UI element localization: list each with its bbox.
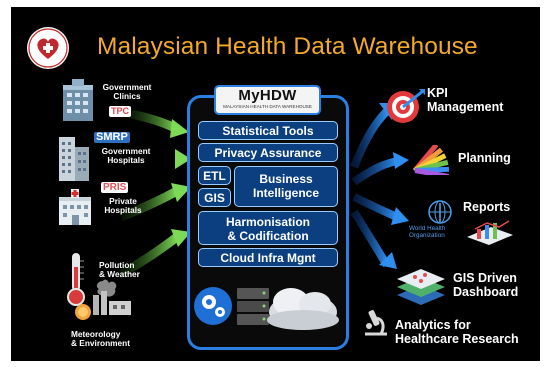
microscope-icon (365, 310, 387, 336)
pollution-weather-label: Pollution& Weather (99, 260, 140, 280)
gis-box: GIS (198, 188, 231, 207)
private-hospital-icon (59, 189, 91, 225)
output-arrow-reports (352, 193, 409, 225)
statistical-tools-box: Statistical Tools (198, 121, 338, 140)
etl-box: ETL (198, 166, 231, 185)
kpi-target-icon (387, 89, 425, 123)
factory-pollution-icon (93, 279, 131, 315)
thermometer-icon (67, 253, 85, 306)
input-arrow-pollution (116, 229, 191, 279)
flow-arrows (116, 103, 409, 279)
meteorology-label: Meteorology& Environment (71, 329, 131, 349)
output-arrow-planning (351, 152, 409, 186)
report-chart-icon (467, 220, 513, 245)
slide-canvas: Malaysian Health Data Warehouse (11, 7, 540, 361)
input-arrow-clinics (125, 108, 189, 138)
smrp-badge: SMRP (94, 131, 130, 143)
privacy-assurance-box: Privacy Assurance (198, 143, 338, 162)
planning-fan-icon (412, 145, 450, 175)
myhdw-logo: MyHDW MALAYSIAN HEALTH DATA WAREHOUSE (214, 85, 321, 115)
who-emblem-icon (428, 200, 452, 224)
sun-weather-icon (75, 304, 91, 320)
clinic-building-icon (63, 79, 93, 121)
input-arrow-private (119, 183, 191, 222)
gis-map-layers-icon (397, 269, 445, 305)
pris-badge: PRIS (101, 182, 129, 193)
organization-emblem-icon (27, 27, 69, 69)
reports-label: Reports (463, 200, 511, 214)
cloud-infrastructure-icon (194, 287, 339, 330)
input-arrow-hospitals (126, 149, 191, 169)
hospital-tower-icon (59, 137, 89, 181)
output-arrow-gis (350, 209, 397, 269)
cloud-infra-mgmt-box: Cloud Infra Mgnt (198, 248, 338, 267)
teleprimary-care-badge: TPC (109, 106, 131, 117)
harmonisation-codification-box: Harmonisation & Codification (198, 211, 338, 245)
business-intelligence-box: Business Intelligence (234, 166, 338, 207)
page-title: Malaysian Health Data Warehouse (97, 33, 478, 60)
planning-label: Planning (458, 151, 511, 165)
